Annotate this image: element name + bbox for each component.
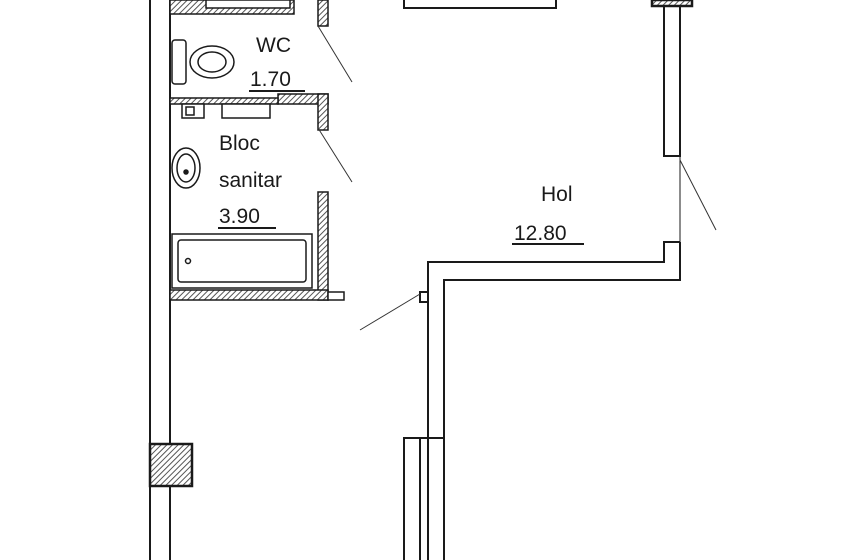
right-door-swing (679, 159, 717, 231)
bath-right-wall-top (317, 93, 329, 131)
bath-name-label: Bloc (219, 132, 260, 155)
hall-door-swing (359, 293, 421, 331)
hall-step-wall-outer (427, 241, 680, 560)
bath-area-label: 3.90 (219, 205, 260, 228)
structural-column (148, 442, 194, 488)
sink-cabinet-icon (181, 103, 271, 119)
bath-door-swing (317, 127, 353, 183)
hall-area-label: 12.80 (514, 222, 567, 245)
door-swings (317, 25, 717, 331)
bath-right-wall-bottom (317, 191, 329, 301)
lower-step-wall-inner (419, 437, 444, 560)
wc-door-swing (317, 25, 353, 83)
hatched-walls (148, 0, 694, 488)
bath-bottom-wall (169, 289, 329, 301)
room-labels: WC 1.70 Bloc sanitar 3.90 Hol 12.80 (218, 34, 584, 245)
wc-area-label: 1.70 (250, 68, 291, 91)
wc-bath-divider (169, 97, 279, 105)
wc-name-label: WC (256, 34, 291, 57)
top-right-column (650, 0, 694, 8)
bath-wall-stub (327, 291, 345, 301)
hall-step-wall-inner (443, 242, 681, 560)
toilet-icon (171, 39, 235, 85)
top-fixture (205, 0, 291, 9)
wc-right-wall (317, 0, 329, 27)
bath-name-label-2: sanitar (219, 169, 282, 192)
fixtures (171, 39, 313, 289)
door-jamb (419, 291, 429, 303)
right-wall-segment (663, 0, 681, 157)
hall-name-label: Hol (541, 183, 573, 206)
washbasin-icon (171, 147, 201, 189)
lower-step-wall-outer (403, 437, 428, 560)
bathtub-icon (171, 233, 313, 289)
top-partition (403, 0, 557, 9)
